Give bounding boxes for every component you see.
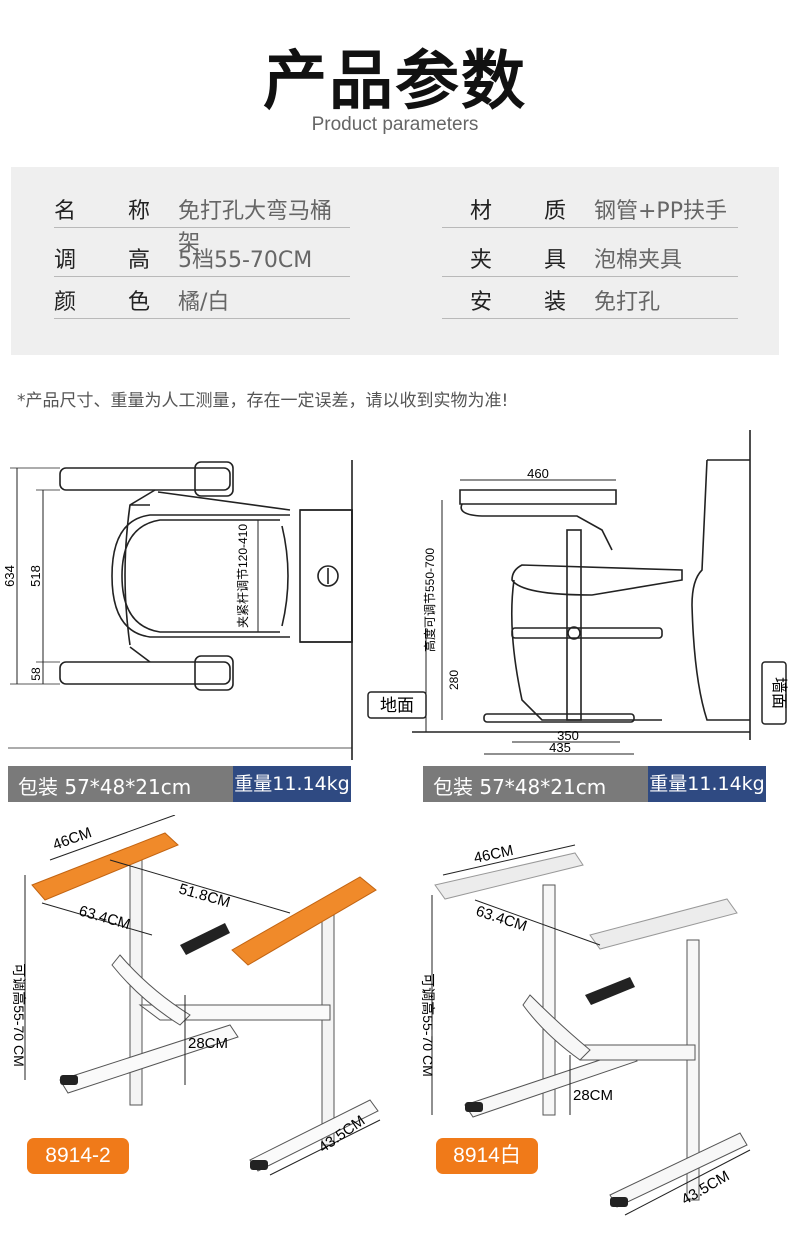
dim-280: 280 — [447, 670, 461, 690]
dim-depth: 63.4CM — [77, 903, 132, 934]
page-title: 产品参数 — [263, 45, 527, 119]
product-orange-illustration: 46CM 51.8CM 63.4CM 可调高55-70 CM 28CM 43.5… — [11, 815, 381, 1176]
spec-key: 材 — [470, 199, 493, 224]
adjustable-height: 可调高55-70 CM — [11, 963, 27, 1066]
foot-cap — [465, 1102, 483, 1112]
spec-value: 泡棉夹具 — [594, 248, 683, 273]
spec-row-color: 颜 色 橘/白 — [54, 278, 350, 319]
package-bar-left: 包装 57*48*21cm 重量11.14kg — [8, 766, 351, 802]
spec-table: 名 称 免打孔大弯马桶架 调 高 5档55-70CM 颜 色 橘/白 材 质 钢管+PP扶手 夹… — [11, 167, 779, 355]
side-view-diagram: 460 高度可调节550-700 280 350 435 地面 墙面 — [367, 430, 788, 755]
dim-350: 350 — [557, 728, 579, 743]
spec-row-material: 材 质 钢管+PP扶手 — [442, 187, 738, 228]
adjustable-height: 可调高55-70 CM — [420, 973, 436, 1076]
spec-key: 名 — [54, 199, 77, 224]
disclaimer-note: *产品尺寸、重量为人工测量，存在一定误差，请以收到实物为准! — [17, 391, 509, 411]
package-size: 包装 57*48*21cm — [433, 775, 607, 799]
spec-row-install: 安 装 免打孔 — [442, 278, 738, 319]
spec-value: 免打孔 — [594, 290, 661, 315]
spec-value: 免打孔大弯马桶架 — [178, 199, 333, 256]
package-weight: 重量11.14kg — [233, 766, 351, 802]
dim-435: 435 — [549, 740, 571, 755]
grab-handle — [180, 923, 230, 955]
spec-value: 钢管+PP扶手 — [594, 199, 727, 224]
dim-460: 460 — [527, 466, 549, 481]
foot-cap — [610, 1197, 628, 1207]
dim-span: 51.8CM — [177, 881, 232, 912]
clamp-range: 夹紧杆调节120-410 — [236, 524, 250, 628]
spec-row-name: 名 称 免打孔大弯马桶架 — [54, 187, 350, 256]
spec-key: 夹 — [470, 248, 493, 273]
package-bar-right: 包装 57*48*21cm 重量11.14kg — [423, 766, 766, 802]
ground-label: 地面 — [380, 696, 414, 715]
dim-depth: 63.4CM — [474, 903, 529, 935]
page-subtitle: Product parameters — [311, 114, 479, 135]
height-adjust-range: 高度可调节550-700 — [422, 548, 437, 652]
package-size: 包装 57*48*21cm — [18, 775, 192, 799]
spec-value: 5档55-70CM — [178, 248, 313, 273]
dim-width: 46CM — [51, 824, 94, 854]
spec-row-clamp: 夹 具 泡棉夹具 — [442, 236, 738, 277]
grab-handle — [585, 977, 635, 1005]
spec-key: 质 — [544, 199, 567, 224]
spec-row-height: 调 高 5档55-70CM — [54, 236, 350, 277]
dim-28: 28CM — [573, 1087, 613, 1104]
spec-key: 调 — [54, 248, 77, 273]
foot-cap — [60, 1075, 78, 1085]
wall-label: 墙面 — [770, 677, 788, 709]
model-badge-orange: 8914-2 — [27, 1138, 129, 1174]
dim-634: 634 — [2, 565, 17, 587]
spec-key: 装 — [544, 290, 567, 315]
spec-key: 具 — [544, 248, 567, 273]
spec-key: 安 — [470, 290, 493, 315]
package-weight: 重量11.14kg — [648, 766, 766, 802]
spec-value: 橘/白 — [178, 290, 230, 315]
top-view-diagram: 634 518 58 夹紧杆调节120-410 — [2, 460, 353, 760]
spec-key: 色 — [128, 290, 151, 315]
spec-key: 称 — [128, 199, 151, 224]
product-white-illustration: 46CM 63.4CM 可调高55-70 CM 28CM 43.5CM — [420, 842, 751, 1216]
dim-58: 58 — [29, 667, 43, 681]
spec-key: 高 — [128, 248, 151, 273]
spec-key: 颜 — [54, 290, 77, 315]
dim-28: 28CM — [188, 1035, 228, 1052]
foot-cap — [250, 1160, 268, 1170]
model-badge-white: 8914白 — [436, 1138, 538, 1174]
dim-518: 518 — [28, 565, 43, 587]
